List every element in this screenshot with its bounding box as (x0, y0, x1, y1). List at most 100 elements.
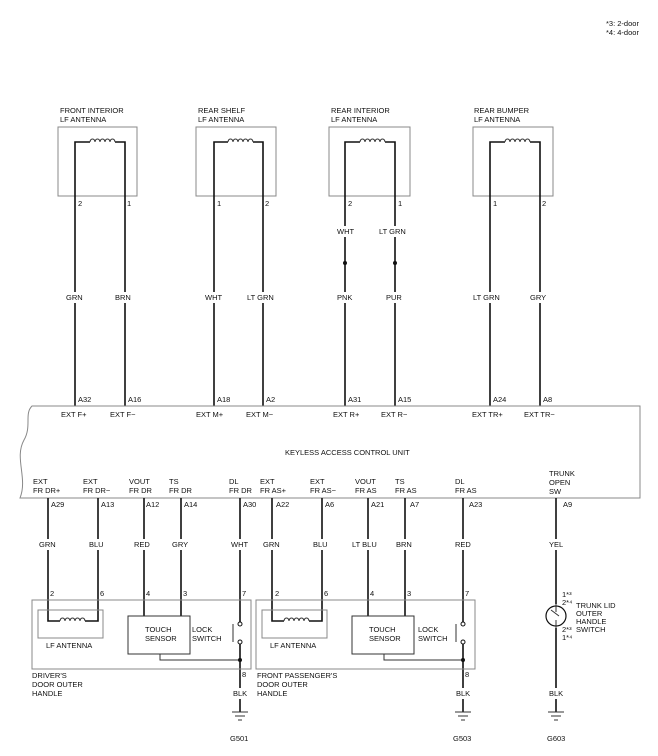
antenna-wire (213, 141, 264, 196)
trunk-lid-outer-handle-switch: 1*³ 2*⁴ 2*³ 1*⁴ TRUNK LID OUTER HANDLE S… (544, 590, 616, 743)
antenna-wire (74, 141, 126, 196)
terminal-pin: A8 (543, 395, 552, 404)
antenna-label: LF ANTENNA (198, 115, 244, 124)
sensor-ground-wire (159, 654, 240, 661)
lf-antenna-label: LF ANTENNA (270, 641, 316, 650)
trunk-switch-label: HANDLE (576, 617, 606, 626)
antenna-label: LF ANTENNA (331, 115, 377, 124)
terminal-name: DL (229, 477, 239, 486)
antenna-label: REAR BUMPER (474, 106, 530, 115)
terminal-pin: A14 (184, 500, 197, 509)
front-passengers-door-outer-handle: 2 6 4 3 7 8 LF ANTENNA TOUCH SENSOR LOCK… (255, 589, 476, 743)
terminal-name: FR AS (455, 486, 477, 495)
touch-sensor-label: TOUCH (369, 625, 396, 634)
pin-number: 4 (146, 589, 150, 598)
wire-color-label: LT BLU (352, 540, 377, 549)
antenna-wire (47, 612, 99, 622)
terminal-pin: A7 (410, 500, 419, 509)
ground-label: G501 (230, 734, 248, 743)
wire-color-label: GRN (39, 540, 56, 549)
terminal-name: FR DR (129, 486, 152, 495)
pin-number: 8 (242, 670, 246, 679)
touch-sensor-box (351, 615, 415, 655)
pin-number: 2 (348, 199, 352, 208)
control-unit-label: KEYLESS ACCESS CONTROL UNIT (285, 448, 410, 457)
switch-contact-icon (550, 604, 560, 628)
coil-icon (227, 138, 254, 143)
antenna-label: REAR SHELF (198, 106, 246, 115)
trunk-switch-label: TRUNK LID (576, 601, 616, 610)
pin-number: 3 (407, 589, 411, 598)
terminal-name: EXT TR+ (472, 410, 503, 419)
pin-number: 6 (100, 589, 104, 598)
wire-color-label: RED (455, 540, 471, 549)
wire-color-label: WHT (231, 540, 248, 549)
antenna-housing (328, 126, 411, 197)
wire-color-label: PNK (337, 293, 352, 302)
terminal-name: OPEN (549, 478, 570, 487)
terminal-name: VOUT (355, 477, 376, 486)
terminal-pin: A6 (325, 500, 334, 509)
terminal-pin: A29 (51, 500, 64, 509)
terminal-name: EXT M− (246, 410, 274, 419)
wire-color-label: GRN (263, 540, 280, 549)
touch-sensor-label: SENSOR (145, 634, 177, 643)
lf-antenna-label: LF ANTENNA (46, 641, 92, 650)
terminal-name: EXT (260, 477, 275, 486)
terminal-name: FR AS (355, 486, 377, 495)
pin-number: 2 (50, 589, 54, 598)
wire-color-label: BRN (396, 540, 412, 549)
wire-color-label: RED (134, 540, 150, 549)
rear-interior-lf-antenna: REAR INTERIOR LF ANTENNA 2 1 (328, 106, 411, 208)
ground-icon (455, 711, 471, 721)
terminal-pin: A12 (146, 500, 159, 509)
pin-number: 1 (127, 199, 131, 208)
terminal-name: FR DR (169, 486, 192, 495)
terminal-name: FR AS (395, 486, 417, 495)
terminal-pin: A18 (217, 395, 230, 404)
pin-number: 1*³ (562, 590, 572, 599)
terminal-name: FR DR+ (33, 486, 61, 495)
terminal-pin: A31 (348, 395, 361, 404)
terminal-name: FR DR− (83, 486, 111, 495)
splice-dot (393, 261, 397, 265)
terminal-name: EXT M+ (196, 410, 224, 419)
handle-title: FRONT PASSENGER'S (257, 671, 337, 680)
pin-number: 4 (370, 589, 374, 598)
pin-number: 7 (465, 589, 469, 598)
coil-icon (283, 617, 310, 622)
wire-color-label: GRN (66, 293, 83, 302)
splice-dot (238, 658, 242, 662)
pin-number: 1 (398, 199, 402, 208)
terminal-pin: A32 (78, 395, 91, 404)
antenna-housing (195, 126, 277, 197)
terminal-pin: A15 (398, 395, 411, 404)
terminal-name: EXT (83, 477, 98, 486)
handle-title: DOOR OUTER (32, 680, 83, 689)
terminal-pin: A13 (101, 500, 114, 509)
pin-number: 2 (265, 199, 269, 208)
pin-number: 6 (324, 589, 328, 598)
terminal-pin: A2 (266, 395, 275, 404)
terminal-name: EXT F− (110, 410, 136, 419)
wire-color-label: YEL (549, 540, 563, 549)
terminal-name: EXT R− (381, 410, 408, 419)
pin-number: 2*³ (562, 625, 572, 634)
terminal-name: TRUNK (549, 469, 575, 478)
switch-contact-icon (237, 621, 243, 627)
lock-switch-label: LOCK (418, 625, 438, 634)
trunk-switch-label: SWITCH (576, 625, 606, 634)
note-2door: *3: 2-door (606, 19, 639, 28)
lf-antenna-box (37, 609, 104, 639)
lock-switch-label: SWITCH (418, 634, 448, 643)
ground-label: G603 (547, 734, 565, 743)
sensor-ground-wire (383, 654, 463, 661)
wire-color-label: WHT (337, 227, 354, 236)
terminal-name: SW (549, 487, 562, 496)
splice-dot (461, 658, 465, 662)
front-interior-lf-antenna: FRONT INTERIOR LF ANTENNA 2 1 (57, 106, 138, 208)
handle-housing (31, 599, 252, 670)
wire-color-label: WHT (205, 293, 222, 302)
handle-title: HANDLE (257, 689, 287, 698)
